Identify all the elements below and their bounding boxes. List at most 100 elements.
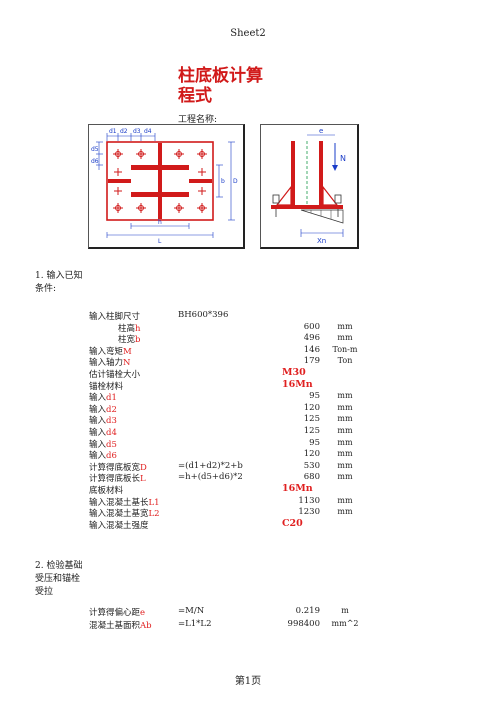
row-variable: d4: [106, 428, 117, 438]
dim-label-L: L: [158, 238, 162, 245]
title-line1: 柱底板计算: [178, 66, 263, 86]
row-variable: N: [123, 358, 131, 369]
row-unit: mm: [337, 391, 353, 401]
row-value: 0.219: [295, 606, 320, 616]
row-label: 估计锚栓大小: [89, 370, 141, 380]
row-value: 146: [303, 344, 320, 355]
row-label: 输入d2: [89, 404, 117, 415]
row-material: M30: [282, 367, 306, 378]
section2-heading: 2. 检验基础受压和锚栓受拉: [35, 560, 83, 599]
row-unit: mm: [337, 495, 353, 505]
row-variable: L2: [148, 509, 160, 520]
section1-title: 输入已知条件:: [35, 271, 83, 294]
dim-label-D: D: [233, 178, 238, 185]
base-plate-plan-svg: d1 d2 d3 d4 d5 d6 h L b D: [91, 128, 238, 245]
row-variable: h: [135, 323, 141, 334]
row-variable: e: [140, 608, 146, 618]
row-label: 输入混凝土强度: [89, 520, 149, 531]
row-material: 16Mn: [282, 483, 313, 494]
row-label: 底板材料: [89, 486, 124, 496]
dim-label-d6: d6: [91, 158, 99, 165]
row-unit: mm: [337, 437, 353, 447]
row-variable: d5: [106, 439, 117, 450]
row-unit: mm: [337, 402, 353, 412]
side-diagram: e N Xn: [260, 124, 359, 249]
row-variable: L: [140, 474, 146, 485]
section2-number: 2.: [35, 561, 44, 571]
row-unit: Ton: [337, 356, 353, 366]
dim-label-d1: d1: [109, 128, 117, 135]
title-line2: 程式: [178, 86, 212, 106]
row-label: 输入混凝土基宽L2: [89, 509, 160, 520]
row-value: 120: [303, 402, 320, 413]
dim-label-Xn: Xn: [317, 237, 326, 245]
dim-label-d3: d3: [133, 128, 141, 135]
row-variable: d2: [106, 404, 117, 415]
row-material: 16Mn: [282, 378, 313, 390]
row-value: 95: [309, 391, 320, 402]
row-variable: L1: [148, 497, 160, 508]
row-value: 125: [303, 426, 320, 436]
row-variable: M: [123, 346, 132, 357]
row-formula: =(d1+d2)*2+b: [178, 460, 243, 471]
row-variable: D: [140, 462, 147, 473]
row-label: 柱高h: [118, 323, 141, 334]
row-label: 输入d1: [89, 393, 117, 404]
row-unit: mm: [337, 426, 353, 435]
row-unit: mm^2: [331, 619, 359, 628]
project-label: 工程名称:: [178, 115, 218, 125]
dim-label-d2: d2: [120, 128, 128, 135]
row-value: 1130: [298, 495, 320, 506]
row-label: 输入弯矩M: [89, 346, 132, 357]
row-unit: mm: [337, 507, 353, 517]
row-unit: mm: [337, 449, 353, 459]
row-label: 柱宽b: [118, 335, 141, 346]
row-value: 600: [303, 321, 320, 332]
page-footer: 第1页: [234, 676, 262, 687]
row-value: 125: [303, 414, 320, 425]
row-formula: =h+(d5+d6)*2: [178, 472, 243, 483]
row-label: 计算得偏心距e: [89, 608, 146, 618]
row-variable: d1: [106, 393, 117, 404]
row-variable: Ab: [140, 621, 152, 631]
row-unit: mm: [337, 414, 353, 424]
dim-label-e: e: [319, 127, 323, 135]
row-formula: BH600*396: [178, 310, 229, 320]
row-label: 输入d3: [89, 416, 117, 427]
dim-label-d5: d5: [91, 146, 99, 153]
row-value: 496: [303, 333, 320, 344]
row-label: 输入d4: [89, 428, 117, 438]
row-unit: Ton-m: [332, 344, 358, 354]
row-label: 计算得底板宽D: [89, 462, 147, 473]
section2-title: 检验基础受压和锚栓受拉: [35, 561, 83, 597]
row-value: 1230: [298, 507, 320, 518]
row-unit: m: [341, 606, 349, 615]
row-value: 998400: [287, 619, 320, 629]
row-value: 680: [303, 472, 320, 483]
row-unit: mm: [337, 472, 353, 482]
row-material: C20: [282, 517, 303, 529]
dim-label-h: h: [158, 219, 162, 226]
force-label-N: N: [340, 154, 346, 163]
row-value: 179: [303, 356, 320, 367]
row-variable: b: [135, 335, 141, 346]
dim-label-b: b: [221, 178, 225, 185]
row-unit: mm: [337, 321, 353, 331]
row-label: 输入d5: [89, 439, 117, 450]
row-formula: =M/N: [178, 606, 205, 616]
row-label: 输入混凝土基长L1: [89, 497, 160, 508]
row-label: 输入柱脚尺寸: [89, 312, 141, 322]
row-label: 输入轴力N: [89, 358, 131, 369]
row-label: 计算得底板长L: [89, 474, 146, 485]
base-plate-side-svg: e N Xn: [271, 127, 346, 245]
row-variable: d6: [106, 451, 117, 462]
row-formula: =L1*L2: [178, 619, 212, 629]
row-unit: mm: [337, 460, 353, 470]
page-header: Sheet2: [230, 28, 266, 39]
row-value: 120: [303, 449, 320, 460]
row-label: 输入d6: [89, 451, 117, 462]
row-label: 混凝土基面积Ab: [89, 621, 152, 631]
section1-number: 1.: [35, 271, 44, 281]
dim-label-d4: d4: [144, 128, 152, 135]
row-variable: d3: [106, 416, 117, 427]
